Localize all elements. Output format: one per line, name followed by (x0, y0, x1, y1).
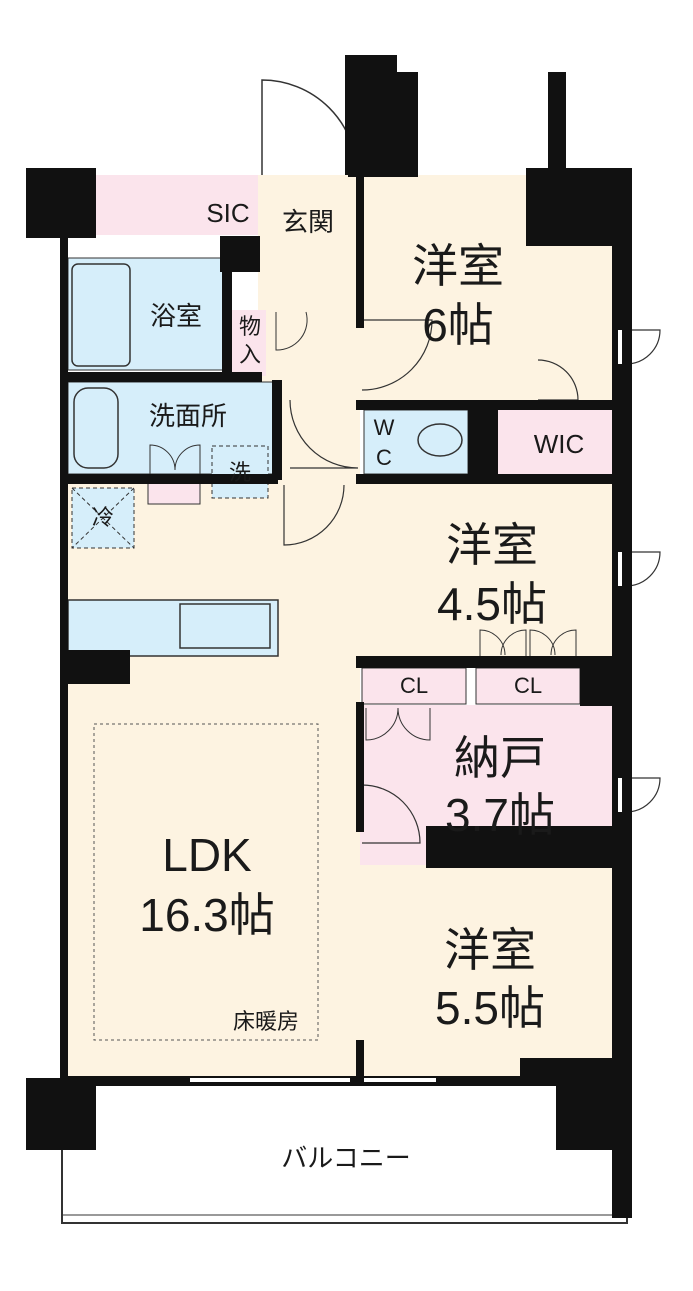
washer-label: 洗 (228, 460, 252, 485)
western-45-name: 洋室 (446, 519, 538, 571)
storage-label-top: 物 (238, 314, 262, 339)
ldk-floor (64, 482, 360, 1080)
western-55-name: 洋室 (444, 924, 536, 976)
washroom-label: 洗面所 (148, 401, 228, 431)
storeroom-name: 納戸 (454, 732, 546, 784)
cl-right-label: CL (513, 673, 543, 698)
laundry-shelf (147, 481, 201, 505)
wic-label: WIC (533, 429, 585, 459)
cl-left-label: CL (399, 673, 429, 698)
western-45-floor (360, 482, 622, 660)
wc-label-bottom: C (376, 445, 392, 470)
balcony-label: バルコニー (281, 1143, 411, 1173)
western-6-size: 6帖 (422, 299, 494, 351)
sic-label: SIC (206, 198, 250, 228)
vanity-basin (73, 387, 119, 469)
western-6-name: 洋室 (412, 240, 504, 292)
wic-floor (498, 410, 620, 474)
ldk-name: LDK (162, 829, 252, 881)
cl-left-floor (361, 667, 467, 705)
entrance-floor (258, 175, 358, 245)
washer-space (211, 445, 269, 499)
fridge-label: 冷 (91, 505, 115, 530)
entrance-label: 玄関 (281, 207, 335, 237)
bathtub (71, 263, 131, 367)
sic-floor (64, 175, 258, 235)
ldk-size: 16.3帖 (139, 889, 275, 941)
western-55-size: 5.5帖 (435, 982, 545, 1034)
wc-label-top: W (373, 415, 395, 440)
floor-heating-label: 床暖房 (232, 1009, 300, 1034)
kitchen-sink (179, 603, 271, 649)
bath-label: 浴室 (149, 301, 203, 331)
western-55-floor (360, 860, 622, 1080)
storeroom-size: 3.7帖 (445, 789, 555, 841)
storage-label-bottom: 入 (238, 342, 262, 367)
entrance-door (261, 79, 358, 176)
storage-floor (230, 310, 266, 376)
cl-right-floor (475, 667, 581, 705)
toilet-bowl (417, 423, 463, 457)
western-45-size: 4.5帖 (437, 578, 547, 630)
balcony-area (61, 1084, 628, 1224)
